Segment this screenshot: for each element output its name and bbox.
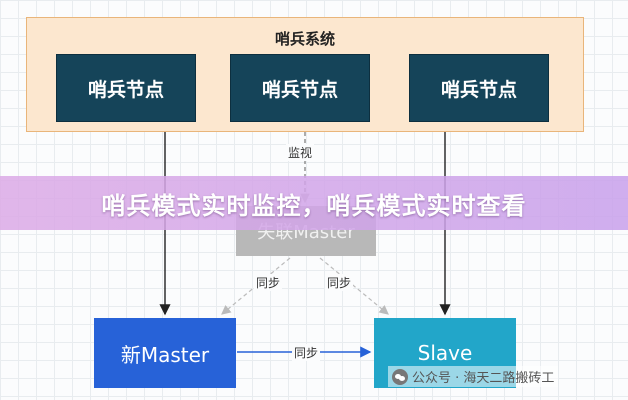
sync-right-label: 同步 [325,274,354,291]
monitor-label: 监视 [286,144,315,161]
sentinel-node-3: 哨兵节点 [409,54,549,122]
watermark-text: 公众号 · 海天二路搬砖工 [412,371,555,386]
edge-sync-right [319,257,389,315]
watermark: 公众号 · 海天二路搬砖工 [388,366,559,387]
sync-left-label: 同步 [254,274,283,291]
system-title: 哨兵系统 [274,30,335,48]
sync-bottom-label: 同步 [292,344,321,361]
wechat-icon [392,368,408,385]
title-banner: 哨兵模式实时监控，哨兵模式实时查看 [0,176,628,230]
sentinel-node-1: 哨兵节点 [56,54,196,122]
sentinel-node-2: 哨兵节点 [230,54,370,122]
new-master-node: 新Master [94,318,236,388]
banner-text: 哨兵模式实时监控，哨兵模式实时查看 [101,191,527,220]
